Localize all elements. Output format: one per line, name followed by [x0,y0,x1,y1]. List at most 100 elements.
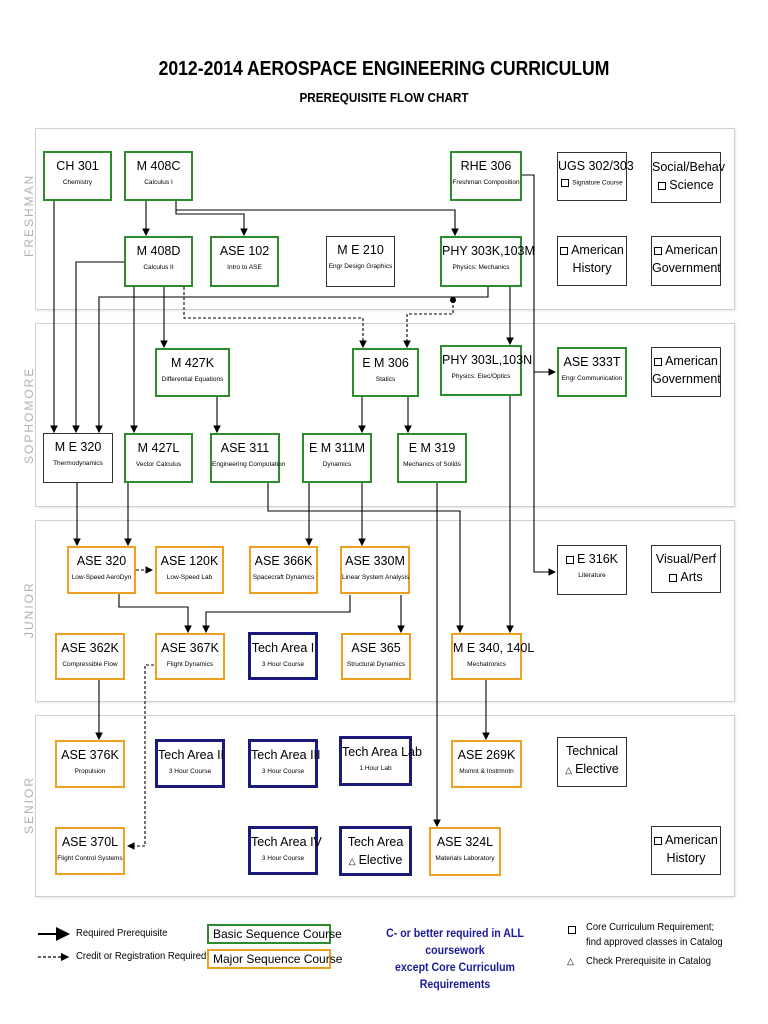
course-em306[interactable]: E M 306 Statics [352,348,419,397]
course-social-behav[interactable]: Social/Behav Science [651,152,725,203]
course-desc: Statics [375,376,396,383]
core-requirement-icon [561,179,570,187]
course-desc: Low-Speed Lab [166,574,213,581]
course-em311m[interactable]: E M 311M Dynamics [302,433,372,483]
course-ase370l[interactable]: ASE 370L Flight Control Systems [55,827,125,875]
course-code-text: E 316K [576,552,618,566]
course-m408c[interactable]: M 408C Calculus I [124,151,193,201]
course-rhe306[interactable]: RHE 306 Freshman Composition [450,151,522,201]
course-desc: Engr Communication [561,375,623,382]
course-desc: Compressible Flow [62,661,118,668]
course-ase365[interactable]: ASE 365 Structural Dynamics [341,633,411,680]
core-requirement-icon [654,246,663,255]
course-line1: American [652,352,720,370]
course-american-government-2[interactable]: American Government [651,347,721,397]
course-desc: Chemistry [62,179,93,186]
legend-required-label: Required Prerequisite [76,927,168,939]
course-ase311[interactable]: ASE 311 Engineering Computation [210,433,285,483]
course-ase120k[interactable]: ASE 120K Low-Speed Lab [155,546,224,594]
course-tech-area-lab[interactable]: Tech Area Lab 1 Hour Lab [339,736,422,786]
check-prereq-icon: △ [348,855,356,866]
course-american-history-2[interactable]: American History [651,826,721,875]
course-desc: Mechatronics [467,661,506,668]
course-me340[interactable]: M E 340, 140L Mechatronics [451,633,534,680]
course-ase366k[interactable]: ASE 366K Spacecraft Dynamics [249,546,318,594]
course-em319[interactable]: E M 319 Mechanics of Solids [397,433,467,483]
course-desc: 1 Hour Lab [359,765,392,772]
course-ase362k[interactable]: ASE 362K Compressible Flow [55,633,125,680]
course-e316k[interactable]: E 316K Literature [557,545,627,595]
arrow-ase330m-ase367k [202,595,351,634]
course-code: PHY 303L,103N [442,353,533,367]
course-phy303k[interactable]: PHY 303K,103M Physics: Mechanics [440,236,535,287]
course-ugs302[interactable]: UGS 302/303 Signature Course [557,152,634,201]
course-me320[interactable]: M E 320 Thermodynamics [43,433,113,483]
course-ase102[interactable]: ASE 102 Intro to ASE [210,236,279,287]
course-code: E M 306 [362,356,409,370]
arrow-m408c-ase102 [175,200,248,237]
course-american-government-1[interactable]: American Government [651,236,721,286]
legend-core-line2: find approved classes in Catalog [586,936,723,948]
course-code: RHE 306 [460,159,512,173]
course-desc: Calculus II [143,264,174,271]
course-m427k[interactable]: M 427K Differential Equations [155,348,230,397]
course-tech-area-4[interactable]: Tech Area IV 3 Hour Course [248,826,322,875]
course-ase330m[interactable]: ASE 330M Linear System Analysis [340,546,410,594]
arrow-rhe306-ase333t [522,174,557,376]
course-american-history-1[interactable]: American History [557,236,627,286]
core-requirement-icon [560,246,569,255]
course-desc: Signature Course [558,179,626,188]
course-tech-area-3[interactable]: Tech Area III 3 Hour Course [248,739,321,788]
course-ase367k[interactable]: ASE 367K Flight Dynamics [155,633,225,680]
course-m408d[interactable]: M 408D Calculus II [124,236,193,287]
course-line1: Technical [565,744,619,758]
course-ase320[interactable]: ASE 320 Low-Speed AeroDyn [67,546,136,594]
course-code: ASE 269K [457,748,516,762]
course-ch301[interactable]: CH 301 Chemistry [43,151,112,201]
course-me210[interactable]: M E 210 Engr Design Graphics [326,236,395,287]
course-code: E M 319 [408,441,456,455]
course-m427l[interactable]: M 427L Vector Calculus [124,433,193,483]
course-line2: △Elective [558,760,626,779]
course-code: CH 301 [56,159,99,173]
legend-check-label: Check Prerequisite in Catalog [586,955,712,967]
course-ase324l[interactable]: ASE 324L Materials Laboratory [429,827,501,876]
course-visual-perf-arts[interactable]: Visual/Perf Arts [651,545,721,593]
course-code: ASE 333T [563,355,621,369]
arrow-ase311-me340 [267,483,464,634]
course-technical-elective[interactable]: Technical △Elective [557,737,627,787]
course-code: ASE 324L [436,835,494,849]
course-line1: American [558,241,626,259]
course-code: ASE 367K [161,641,219,655]
course-line2-text: Elective [575,762,619,776]
course-desc: Low-Speed AeroDyn [71,574,132,581]
legend-check-icon: △ [567,956,574,966]
legend-basic-box: Basic Sequence Course [207,924,342,944]
course-desc: Intro to ASE [227,264,262,271]
course-desc: Dynamics [322,461,352,468]
course-phy303l[interactable]: PHY 303L,103N Physics: Elec/Optics [440,345,533,396]
course-line1-text: American [665,833,718,847]
course-code: ASE 370L [61,835,119,849]
arrow-m408d-me320 [72,261,126,434]
course-ase333t[interactable]: ASE 333T Engr Communication [557,347,627,397]
course-code: ASE 365 [351,641,401,655]
course-tech-area-1[interactable]: Tech Area I 3 Hour Course [248,632,318,680]
course-ase376k[interactable]: ASE 376K Propulsion [55,740,125,788]
course-code: M 427L [137,441,180,455]
arrow-rhe306-e316k [533,372,557,576]
course-code: Tech Area III [251,748,321,762]
course-code: ASE 330M [345,554,405,568]
course-code: Tech Area IV [251,835,322,849]
note-line1: C- or better required in ALL coursework [386,928,524,957]
course-ase269k[interactable]: ASE 269K Msmnt & Instrmntn [451,740,522,788]
course-code: Tech Area I [251,641,315,655]
page-title: 2012-2014 AEROSPACE ENGINEERING CURRICUL… [158,58,610,80]
course-tech-area-elective[interactable]: Tech Area △Elective [339,826,412,876]
course-desc: Engr Design Graphics [328,263,393,270]
course-line1: American [652,831,720,849]
page-subtitle: PREREQUISITE FLOW CHART [299,90,469,105]
course-tech-area-2[interactable]: Tech Area II 3 Hour Course [155,739,225,788]
course-line1-text: American [665,243,718,257]
